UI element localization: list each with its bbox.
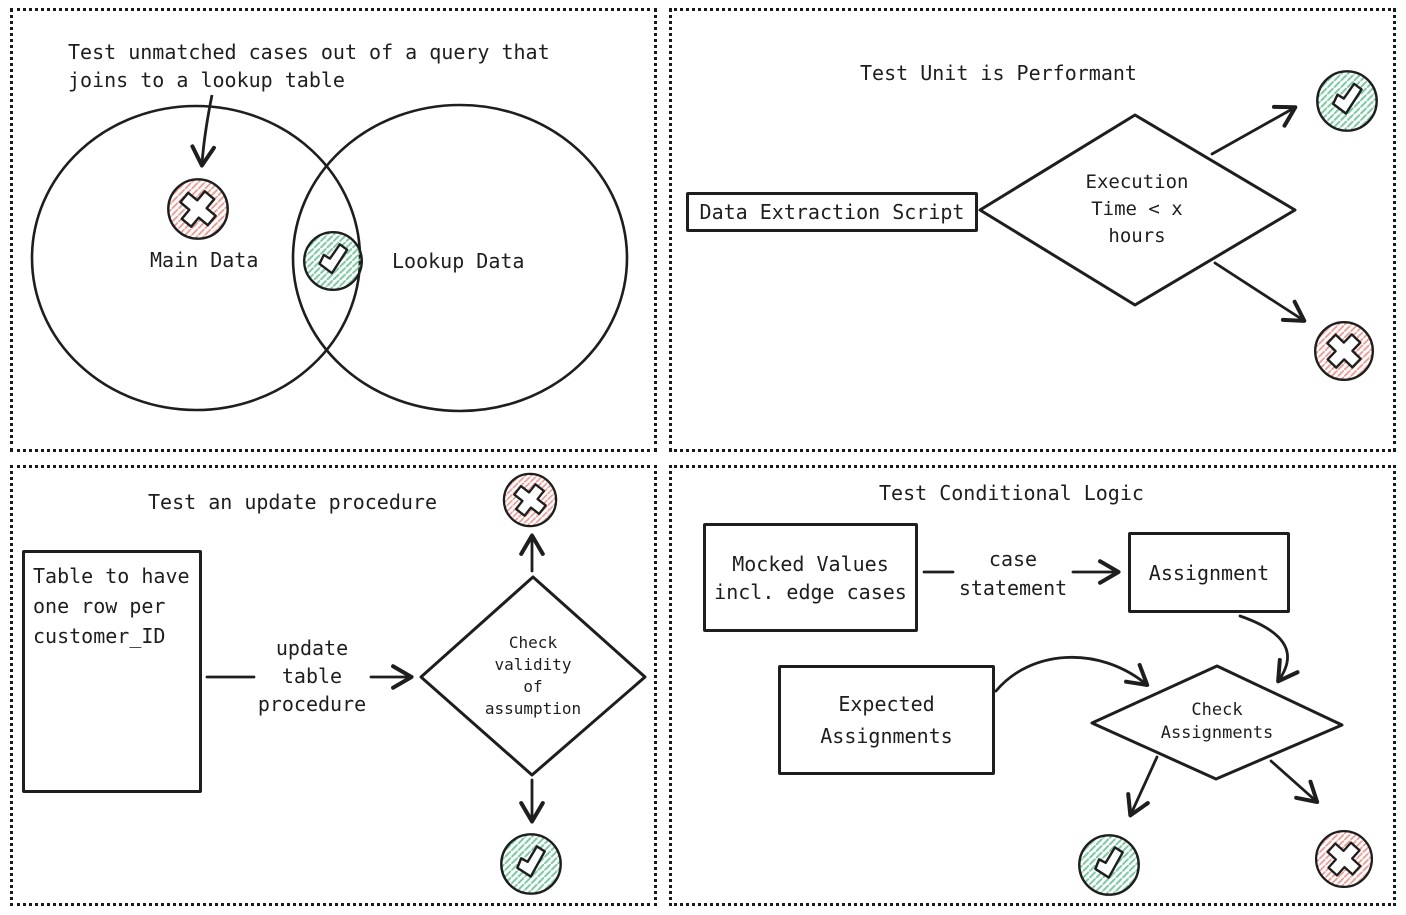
panel-venn-test: [10, 8, 657, 452]
expected-assignments-label: Expected Assignments: [820, 692, 953, 748]
caption-pointer-arrow: [190, 94, 216, 168]
arrow-to-fail-conditional: [1269, 759, 1320, 805]
expected-assignments-box: Expected Assignments: [778, 665, 995, 775]
venn-test-title-line2: joins to a lookup table: [68, 68, 345, 92]
check-icon: [1076, 832, 1142, 898]
assignment-label: Assignment: [1148, 560, 1270, 585]
x-icon: [501, 471, 559, 529]
curved-arrow-assignment-to-decision: [1238, 614, 1300, 684]
check-icon: [1314, 68, 1380, 134]
table-requirement-label: Table to have one row per customer_ID: [33, 564, 190, 648]
venn-test-title-line1: Test unmatched cases out of a query that: [68, 40, 550, 64]
check-icon: [498, 831, 564, 897]
arrow-to-pass-performance: [1210, 104, 1298, 156]
conditional-edge-label: case statement: [958, 547, 1068, 600]
arrow-to-pass-conditional: [1126, 755, 1159, 818]
panel-conditional-test: [669, 465, 1396, 906]
decision-diamond-performance: [978, 113, 1297, 307]
performance-decision-label: Execution Time < x hours: [1085, 171, 1189, 247]
table-requirement-box: Table to have one row per customer_ID: [22, 550, 202, 793]
panel-performance-test: [669, 8, 1396, 452]
conditional-test-title: Test Conditional Logic: [879, 481, 1144, 505]
panel-update-test: [10, 465, 657, 906]
update-edge-label: update table procedure: [257, 636, 367, 716]
mocked-values-label: Mocked Values incl. edge cases: [714, 551, 907, 604]
curved-arrow-expected-to-decision: [994, 656, 1150, 693]
x-icon: [1312, 319, 1376, 383]
lookup-data-circle: [291, 103, 629, 413]
mocked-values-box: Mocked Values incl. edge cases: [703, 523, 918, 632]
x-icon: [1313, 828, 1375, 890]
main-data-label: Main Data: [150, 248, 259, 272]
data-extraction-script-label: Data Extraction Script: [699, 200, 965, 224]
x-icon: [165, 176, 231, 242]
performance-test-title: Test Unit is Performant: [860, 61, 1137, 85]
data-extraction-script-box: Data Extraction Script: [686, 192, 978, 232]
decision-diamond-update: [419, 575, 647, 777]
update-test-title: Test an update procedure: [148, 490, 437, 514]
arrow-to-fail-performance: [1213, 261, 1307, 323]
lookup-data-label: Lookup Data: [392, 249, 525, 273]
assignment-box: Assignment: [1128, 532, 1290, 613]
update-decision-label: Check validity of assumption: [484, 633, 582, 718]
check-icon: [301, 229, 365, 293]
conditional-decision-label: Check Assignments: [1160, 700, 1274, 743]
decision-diamond-conditional: [1090, 664, 1344, 781]
